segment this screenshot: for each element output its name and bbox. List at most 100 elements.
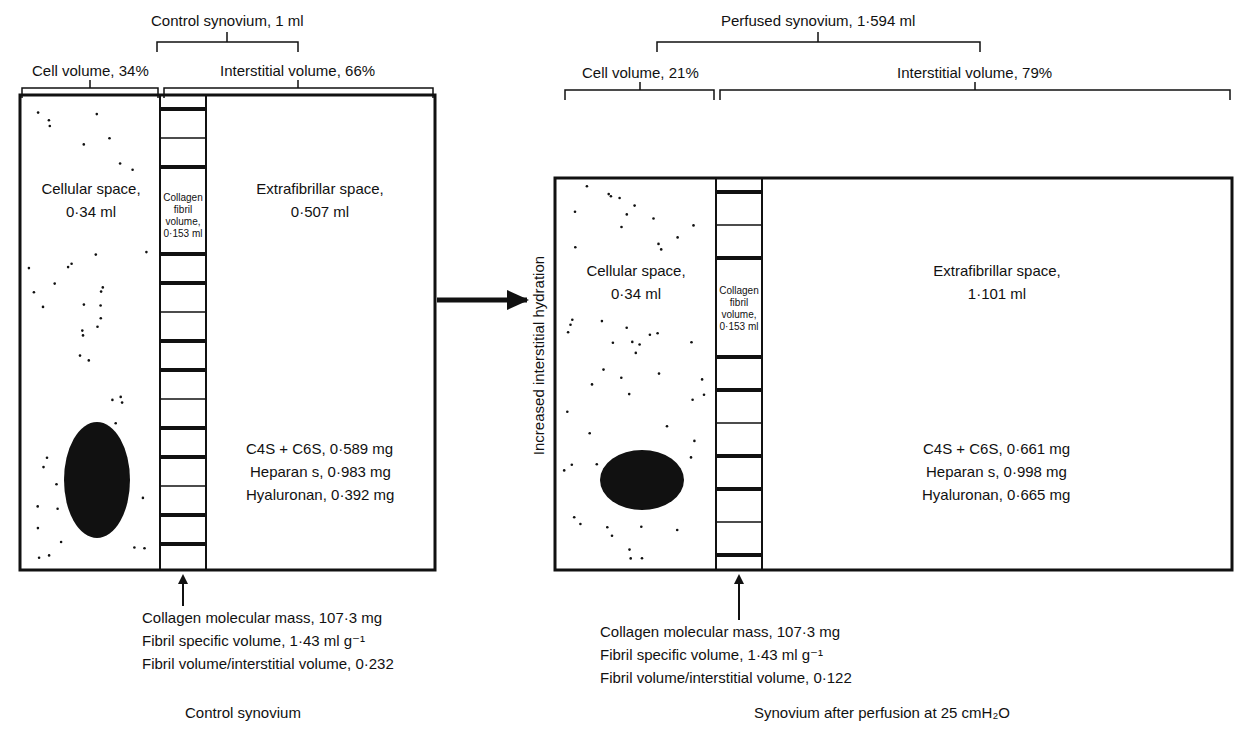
bracket-label: Cell volume, 21% [580, 63, 701, 82]
cytoplasm-dot [666, 425, 669, 428]
cytoplasm-dot [114, 422, 117, 425]
cytoplasm-dot [60, 541, 63, 544]
extrafibrillar-space: Extrafibrillar space, 1·101 mlC4S + C6S,… [763, 180, 1230, 568]
fibril-band [160, 542, 206, 546]
cytoplasm-dot [676, 236, 679, 239]
fibril-note: Fibril volume/interstitial volume, 0·232 [140, 654, 396, 673]
cytoplasm-dot [628, 548, 631, 551]
content-value: Heparan s, 0·983 mg [248, 460, 393, 483]
cytoplasm-dot [690, 456, 693, 459]
bracket-label: Interstitial volume, 79% [895, 63, 1054, 82]
fibril-band [716, 521, 762, 523]
region-label: Collagen fibril volume, 0·153 ml [717, 285, 761, 333]
cytoplasm-dot [569, 324, 572, 327]
cytoplasm-dot [145, 251, 148, 254]
fibril-band [160, 398, 206, 400]
cytoplasm-dot [629, 557, 632, 560]
cytoplasm-dot [33, 291, 36, 294]
content-value: C4S + C6S, 0·661 mg [921, 437, 1072, 460]
fibril-band [716, 487, 762, 491]
cytoplasm-dot [82, 334, 85, 337]
cytoplasm-dot [638, 343, 641, 346]
cytoplasm-dot [602, 368, 605, 371]
cytoplasm-dot [579, 523, 582, 526]
fibril-band [160, 281, 206, 285]
cytoplasm-dot [142, 497, 145, 500]
fibril-band [716, 422, 762, 424]
collagen-fibril-column: Collagen fibril volume, 0·153 ml [717, 180, 761, 568]
cytoplasm-dot [611, 535, 614, 538]
panel-caption: Synovium after perfusion at 25 cmH₂O [752, 703, 1012, 722]
fibril-note: Fibril specific volume, 1·43 ml g⁻¹ [140, 631, 367, 650]
fibril-band [160, 513, 206, 517]
cytoplasm-dot [143, 547, 146, 550]
fibril-note: Fibril specific volume, 1·43 ml g⁻¹ [598, 645, 825, 664]
nucleus [600, 450, 684, 510]
cytoplasm-dot [119, 396, 122, 399]
region-label: Cellular space, 0·34 ml [31, 177, 151, 223]
cytoplasm-dot [37, 527, 40, 530]
panel-outlines [20, 95, 1232, 570]
cytoplasm-dot [649, 333, 652, 336]
cytoplasm-dot [628, 393, 631, 396]
fibril-band [160, 426, 206, 430]
cytoplasm-dot [606, 526, 609, 529]
cytoplasm-dot [571, 464, 574, 467]
content-value: Hyaluronan, 0·392 mg [244, 483, 396, 506]
cytoplasm-dot [633, 204, 636, 207]
cytoplasm-dot [53, 282, 56, 285]
cytoplasm-dot [657, 243, 660, 246]
content-value: Heparan s, 0·998 mg [924, 460, 1069, 483]
fibril-band [716, 256, 762, 260]
cytoplasm-dot [88, 359, 91, 362]
transition-arrow [437, 298, 527, 303]
cytoplasm-dot [55, 483, 58, 486]
cytoplasm-dot [563, 469, 566, 472]
cytoplasm-dot [620, 376, 623, 379]
cytoplasm-dot [121, 401, 124, 404]
cytoplasm-dot [81, 329, 84, 332]
cytoplasm-dot [692, 224, 695, 227]
cytoplasm-dot [566, 410, 569, 413]
cytoplasm-dot [656, 332, 659, 335]
cytoplasm-dot [28, 267, 31, 270]
cytoplasm-dot [573, 516, 576, 519]
cytoplasm-dot [574, 210, 577, 213]
fibril-band [160, 252, 206, 256]
cytoplasm-dot [119, 162, 122, 165]
cytoplasm-dot [701, 378, 704, 381]
cytoplasm-dot [48, 554, 51, 557]
cytoplasm-dot [601, 320, 604, 323]
fibril-note: Fibril volume/interstitial volume, 0·122 [598, 668, 854, 687]
cytoplasm-dot [36, 505, 39, 508]
cytoplasm-dot [703, 393, 706, 396]
fibril-band [716, 355, 762, 359]
cytoplasm-dot [67, 266, 70, 269]
cellular-space: Cellular space, 0·34 ml [557, 180, 715, 568]
cytoplasm-dot [49, 125, 52, 128]
cytoplasm-dot [690, 341, 693, 344]
cytoplasm-dot [660, 248, 663, 251]
cytoplasm-dot [83, 143, 86, 146]
cytoplasm-dot [131, 169, 134, 172]
fibril-band [160, 107, 206, 111]
cytoplasm-dot [38, 556, 41, 559]
cytoplasm-dot [111, 399, 114, 402]
bracket-label: Interstitial volume, 66% [218, 61, 377, 80]
cytoplasm-dot [631, 341, 634, 344]
cytoplasm-dot [693, 440, 696, 443]
region-label: Collagen fibril volume, 0·153 ml [161, 192, 205, 240]
cytoplasm-dot [100, 317, 103, 320]
region-label: Extrafibrillar space, 0·507 ml [245, 177, 395, 223]
cytoplasm-dot [571, 318, 574, 321]
extrafibrillar-space: Extrafibrillar space, 0·507 mlC4S + C6S,… [207, 97, 433, 568]
fibril-band [716, 553, 762, 557]
cytoplasm-dot [567, 331, 570, 334]
cytoplasm-dot [596, 463, 599, 466]
cytoplasm-dot [658, 372, 661, 375]
cytoplasm-dot [83, 303, 86, 306]
fibril-band [160, 311, 206, 313]
cytoplasm-dot [676, 529, 679, 532]
fibril-band [160, 455, 206, 459]
collagen-fibril-column: Collagen fibril volume, 0·153 ml [161, 97, 205, 568]
